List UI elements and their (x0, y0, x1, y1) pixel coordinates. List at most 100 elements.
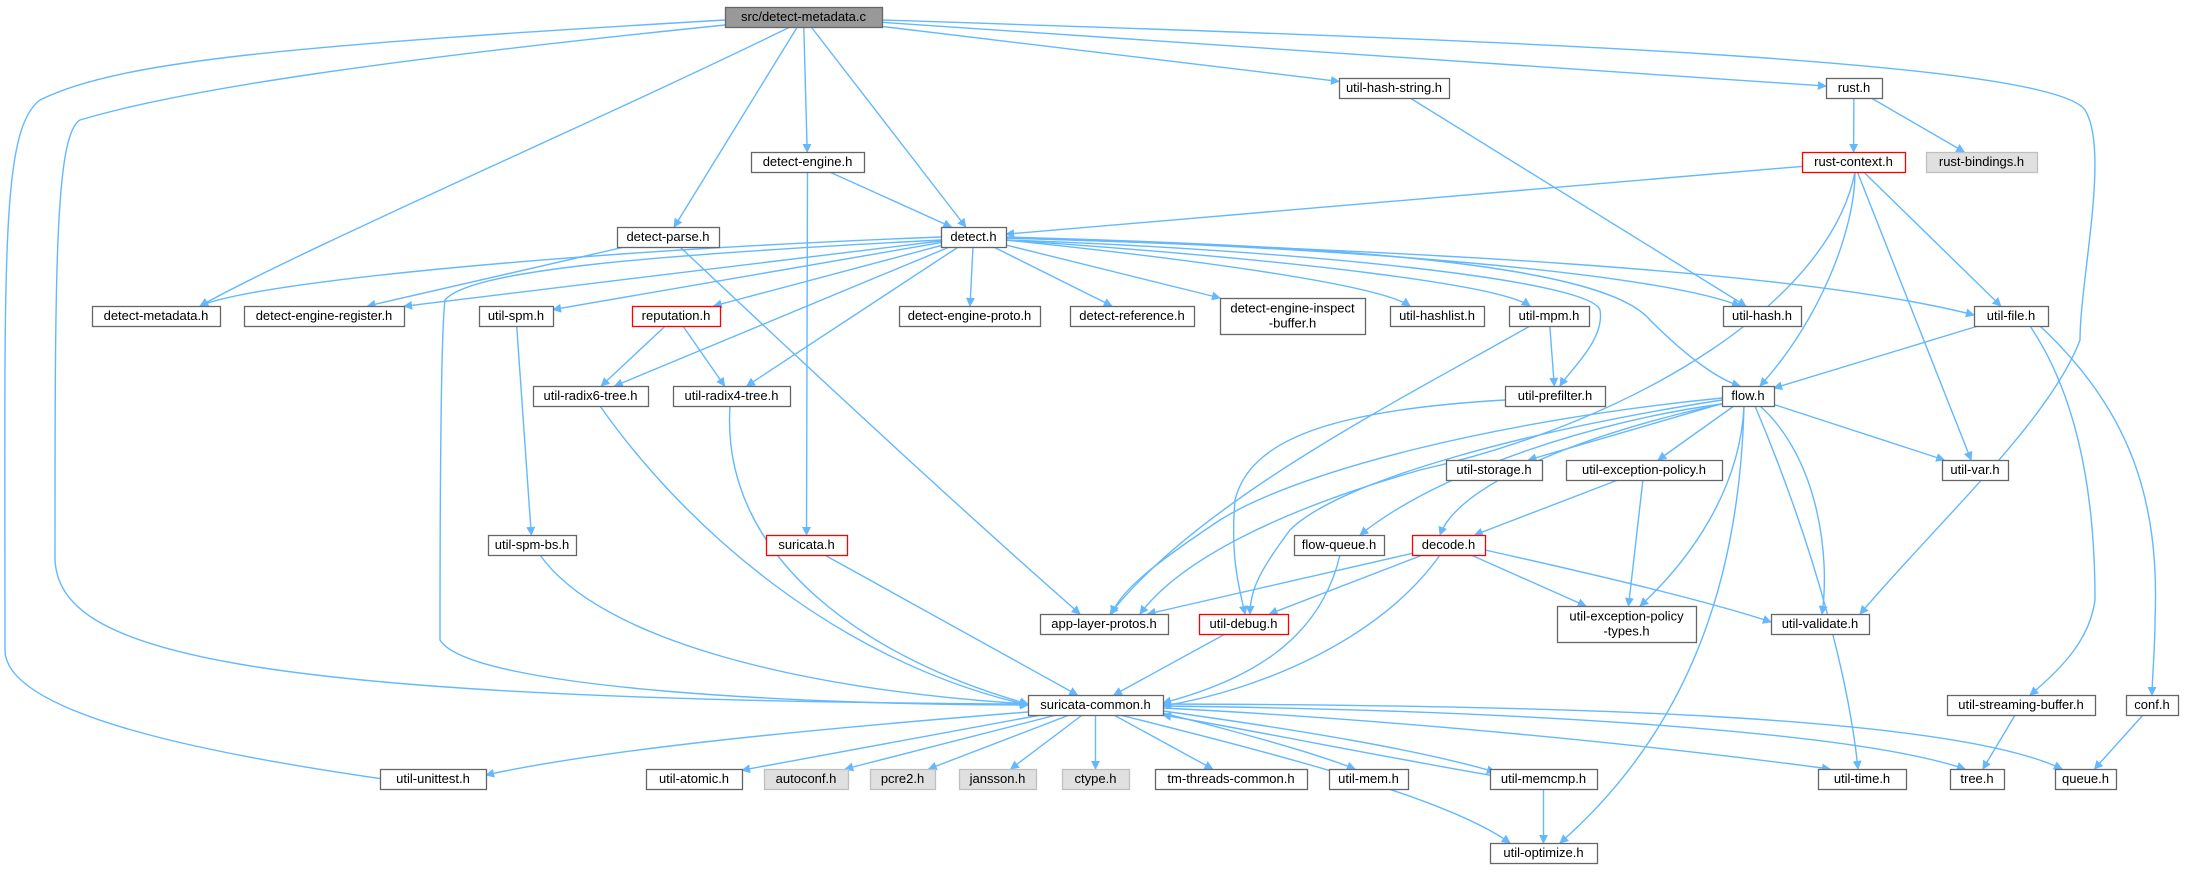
edge-root-to-detect-metadata (199, 26, 791, 307)
node-box-jansson (958, 768, 1038, 791)
node-util-hashlist[interactable]: util-hashlist.h (1389, 305, 1486, 328)
node-detect-engine-inspect-buffer[interactable]: detect-engine-inspect-buffer.h (1219, 297, 1367, 336)
node-label-detect-engine: detect-engine.h (763, 154, 853, 169)
edge-suricata-common-to-util-mem (1162, 712, 1356, 771)
node-util-optimize[interactable]: util-optimize.h (1489, 842, 1599, 865)
edge-flow-to-util-exception-policy (1657, 405, 1735, 461)
node-box-autoconf (763, 768, 850, 791)
node-tm-threads-common[interactable]: tm-threads-common.h (1154, 768, 1309, 791)
node-util-hash-string[interactable]: util-hash-string.h (1338, 77, 1451, 100)
node-box-util-optimize (1489, 842, 1599, 865)
node-root[interactable]: src/detect-metadata.c (724, 6, 884, 29)
node-box-detect-engine-register (243, 305, 406, 328)
node-util-storage[interactable]: util-storage.h (1445, 459, 1544, 482)
node-util-var[interactable]: util-var.h (1941, 459, 2010, 482)
node-box-util-mem (1328, 768, 1410, 791)
edge-root-to-util-hash-string (881, 25, 1340, 85)
node-suricata[interactable]: suricata.h (765, 534, 849, 557)
node-label-util-radix4-tree: util-radix4-tree.h (685, 388, 779, 403)
node-autoconf[interactable]: autoconf.h (763, 768, 850, 791)
edge-detect-to-detect-metadata (199, 236, 942, 307)
node-util-unittest[interactable]: util-unittest.h (379, 768, 488, 791)
node-util-time[interactable]: util-time.h (1817, 768, 1908, 791)
node-rust-bindings[interactable]: rust-bindings.h (1925, 151, 2039, 174)
node-decode[interactable]: decode.h (1411, 534, 1487, 557)
node-reputation[interactable]: reputation.h (631, 305, 722, 328)
node-label-util-radix6-tree: util-radix6-tree.h (544, 388, 638, 403)
node-box-util-streaming-buffer (1946, 694, 2097, 717)
node-detect-engine-register[interactable]: detect-engine-register.h (243, 305, 406, 328)
edge-rust-context-to-app-layer-protos (1139, 171, 1856, 615)
node-label-util-optimize: util-optimize.h (1503, 845, 1583, 860)
node-box-suricata (765, 534, 849, 557)
node-util-exception-policy-types[interactable]: util-exception-policy-types.h (1556, 605, 1698, 644)
edge-detect-to-detect-engine-inspect-buffer (1005, 244, 1221, 301)
node-pcre2[interactable]: pcre2.h (869, 768, 937, 791)
edge-detect-to-detect-engine-register (403, 240, 942, 310)
edge-detect-to-util-radix6-tree (613, 246, 950, 388)
node-util-streaming-buffer[interactable]: util-streaming-buffer.h (1946, 694, 2097, 717)
node-jansson[interactable]: jansson.h (958, 768, 1038, 791)
node-util-debug[interactable]: util-debug.h (1198, 613, 1290, 636)
node-box-detect (940, 226, 1008, 249)
node-util-mpm[interactable]: util-mpm.h (1508, 305, 1591, 328)
node-box-util-hash (1722, 305, 1803, 328)
node-queue[interactable]: queue.h (2054, 768, 2118, 791)
node-box-detect-engine (750, 151, 866, 174)
node-detect-reference[interactable]: detect-reference.h (1069, 305, 1196, 328)
node-util-file[interactable]: util-file.h (1973, 305, 2050, 328)
node-util-spm-bs[interactable]: util-spm-bs.h (487, 534, 578, 557)
node-label-util-prefilter: util-prefilter.h (1518, 388, 1592, 403)
node-label-conf: conf.h (2134, 697, 2169, 712)
edge-flow-to-util-validate (1759, 405, 1828, 615)
node-util-radix4-tree[interactable]: util-radix4-tree.h (672, 385, 792, 408)
node-box-rust (1825, 77, 1884, 100)
node-label-util-hashlist: util-hashlist.h (1399, 308, 1475, 323)
node-util-exception-policy[interactable]: util-exception-policy.h (1565, 459, 1724, 482)
node-util-hash[interactable]: util-hash.h (1722, 305, 1803, 328)
node-box-queue (2054, 768, 2118, 791)
node-detect-engine-proto[interactable]: detect-engine-proto.h (898, 305, 1042, 328)
node-label-detect-engine-inspect-buffer: -buffer.h (1269, 316, 1316, 331)
node-rust[interactable]: rust.h (1825, 77, 1884, 100)
edge-root-to-rust (881, 21, 1827, 91)
node-detect-engine[interactable]: detect-engine.h (750, 151, 866, 174)
node-label-autoconf: autoconf.h (776, 771, 837, 786)
node-label-detect-engine-proto: detect-engine-proto.h (908, 308, 1032, 323)
node-tree[interactable]: tree.h (1949, 768, 2006, 791)
node-label-util-atomic: util-atomic.h (659, 771, 729, 786)
node-label-detect: detect.h (950, 229, 996, 244)
edge-util-exception-policy-to-util-exception-policy-types (1624, 479, 1644, 607)
edge-reputation-to-util-radix4-tree (682, 325, 726, 387)
edge-util-streaming-buffer-to-tree (1982, 714, 2016, 770)
node-conf[interactable]: conf.h (2125, 694, 2180, 717)
node-label-util-hash-string: util-hash-string.h (1346, 80, 1442, 95)
edge-suricata-common-to-util-memcmp (1162, 710, 1496, 775)
node-util-spm[interactable]: util-spm.h (478, 305, 555, 328)
node-detect-metadata[interactable]: detect-metadata.h (91, 305, 222, 328)
edge-detect-parse-to-app-layer-protos (679, 246, 1081, 615)
node-suricata-common[interactable]: suricata-common.h (1027, 694, 1165, 717)
node-app-layer-protos[interactable]: app-layer-protos.h (1039, 613, 1170, 636)
node-box-util-spm (478, 305, 555, 328)
node-box-detect-metadata (91, 305, 222, 328)
edge-util-debug-to-suricata-common (1113, 633, 1226, 696)
node-util-memcmp[interactable]: util-memcmp.h (1489, 768, 1599, 791)
node-label-util-mpm: util-mpm.h (1519, 308, 1580, 323)
node-flow[interactable]: flow.h (1721, 385, 1776, 408)
node-util-mem[interactable]: util-mem.h (1328, 768, 1410, 791)
node-label-util-unittest: util-unittest.h (396, 771, 470, 786)
node-detect[interactable]: detect.h (940, 226, 1008, 249)
node-util-radix6-tree[interactable]: util-radix6-tree.h (532, 385, 650, 408)
node-box-util-radix4-tree (672, 385, 792, 408)
node-detect-parse[interactable]: detect-parse.h (616, 226, 721, 249)
edge-flow-to-decode (1438, 403, 1723, 536)
node-util-atomic[interactable]: util-atomic.h (645, 768, 744, 791)
node-util-prefilter[interactable]: util-prefilter.h (1504, 385, 1607, 408)
node-rust-context[interactable]: rust-context.h (1801, 151, 1907, 174)
node-ctype[interactable]: ctype.h (1061, 768, 1131, 791)
node-util-validate[interactable]: util-validate.h (1770, 613, 1871, 636)
node-label-ctype: ctype.h (1075, 771, 1117, 786)
node-flow-queue[interactable]: flow-queue.h (1293, 534, 1386, 557)
node-box-util-spm-bs (487, 534, 578, 557)
